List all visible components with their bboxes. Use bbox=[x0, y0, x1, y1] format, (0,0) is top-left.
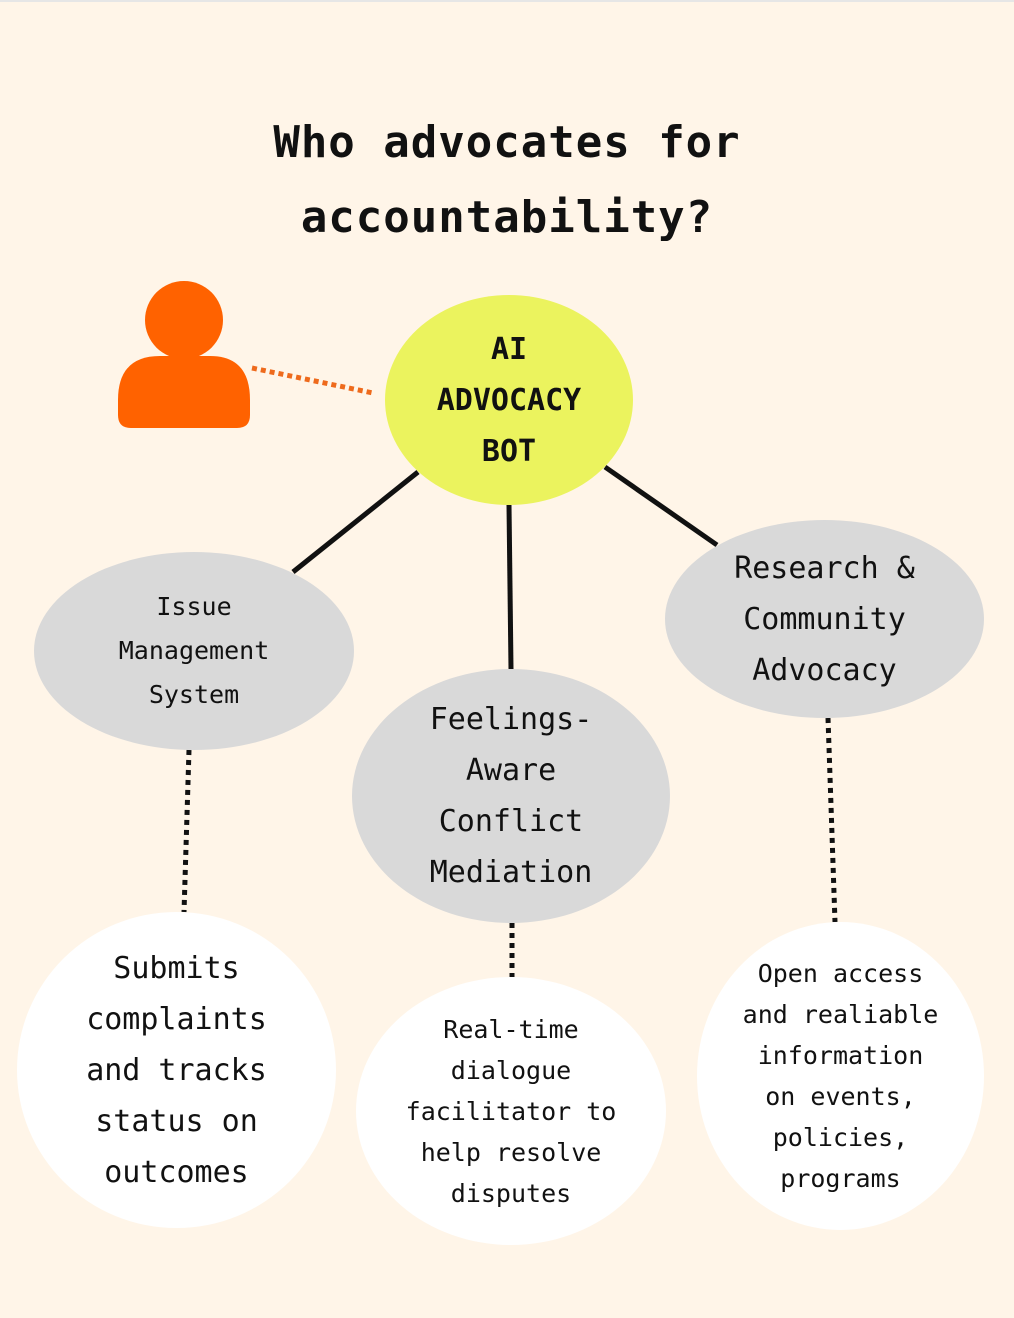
conflict-mediation-node: Feelings- Aware Conflict Mediation bbox=[352, 669, 670, 923]
issue-to-description-dotted-connector bbox=[181, 749, 192, 913]
issue-management-node: Issue Management System bbox=[34, 552, 354, 750]
person-icon-head bbox=[145, 281, 223, 359]
hub-to-research-connector bbox=[603, 464, 719, 548]
hub-line: AI bbox=[490, 331, 528, 367]
person-icon-body bbox=[118, 356, 250, 428]
hub-line: ADVOCACY bbox=[436, 382, 582, 418]
issue-node-line: System bbox=[148, 680, 240, 709]
conflict-mediation-description: Real-time dialogue facilitator to help r… bbox=[356, 977, 666, 1245]
research-node-line: Research & bbox=[734, 550, 915, 586]
research-description-line: Open access bbox=[757, 959, 924, 988]
person-icon bbox=[118, 281, 250, 428]
hub-to-issue-connector bbox=[291, 470, 420, 574]
hub-line: BOT bbox=[481, 433, 537, 469]
issue-description-line: and tracks bbox=[86, 1052, 267, 1088]
title-line-1: Who advocates for bbox=[273, 117, 741, 168]
mediation-description-line: help resolve bbox=[420, 1137, 602, 1167]
issue-description-line: outcomes bbox=[104, 1154, 249, 1190]
research-description-line: information bbox=[757, 1041, 924, 1070]
page-title: Who advocates for accountability? bbox=[0, 105, 1014, 255]
issue-description-line: Submits bbox=[113, 950, 240, 986]
mediation-description-line: Real-time bbox=[443, 1014, 579, 1044]
hub-to-mediation-connector bbox=[506, 504, 514, 670]
mediation-description-line: disputes bbox=[450, 1178, 572, 1208]
issue-description-line: complaints bbox=[86, 1001, 267, 1037]
top-edge-line bbox=[0, 0, 1014, 2]
mediation-node-line: Aware bbox=[465, 753, 557, 788]
issue-management-description: Submits complaints and tracks status on … bbox=[17, 912, 336, 1228]
title-line-2: accountability? bbox=[300, 192, 714, 243]
mediation-node-line: Feelings- bbox=[429, 702, 593, 737]
research-advocacy-description: Open access and realiable information on… bbox=[697, 922, 984, 1230]
research-node-line: Community bbox=[743, 601, 906, 637]
issue-node-line: Issue bbox=[156, 592, 232, 621]
issue-description-line: status on bbox=[95, 1103, 258, 1139]
ai-advocacy-bot-hub: AI ADVOCACY BOT bbox=[385, 295, 633, 505]
research-to-description-dotted-connector bbox=[825, 717, 838, 923]
research-node-line: Advocacy bbox=[752, 652, 897, 688]
mediation-node-line: Mediation bbox=[429, 855, 593, 890]
research-description-line: policies, bbox=[772, 1123, 909, 1152]
mediation-description-line: dialogue bbox=[450, 1055, 572, 1085]
person-to-hub-dotted-connector bbox=[251, 365, 374, 396]
research-description-line: and realiable bbox=[742, 1000, 939, 1029]
research-advocacy-node: Research & Community Advocacy bbox=[665, 520, 984, 718]
research-description-line: programs bbox=[780, 1164, 901, 1193]
mediation-node-line: Conflict bbox=[438, 804, 584, 839]
issue-node-line: Management bbox=[118, 636, 270, 665]
mediation-description-line: facilitator to bbox=[405, 1096, 617, 1126]
research-description-line: on events, bbox=[765, 1082, 916, 1111]
